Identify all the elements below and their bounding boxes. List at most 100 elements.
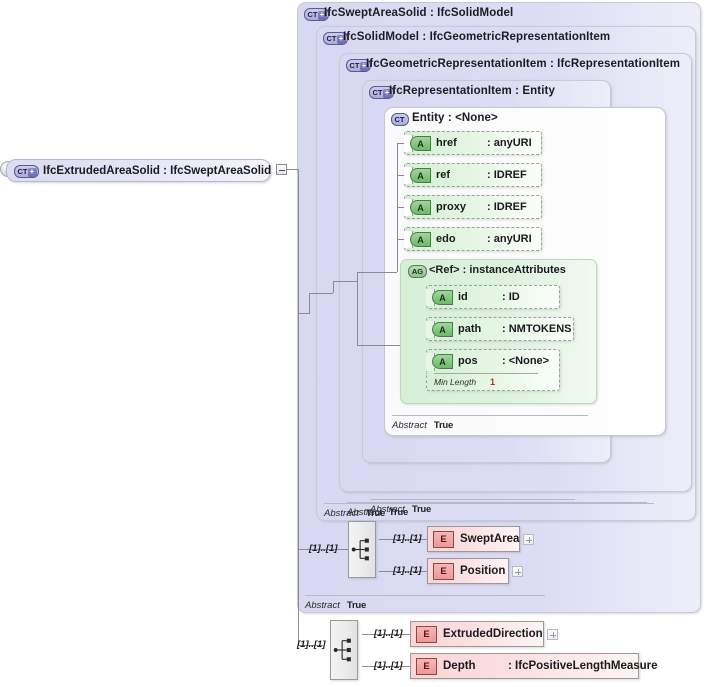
connector — [357, 345, 419, 346]
connector — [379, 571, 428, 572]
attribute-node-href[interactable]: A href : anyURI — [404, 131, 542, 155]
sequence-compositor-own[interactable] — [330, 620, 358, 680]
attribute-badge: A — [410, 200, 431, 215]
complextype-title: IfcSweptAreaSolid : IfcSolidModel — [324, 7, 514, 19]
sequence-icon — [351, 538, 369, 561]
attribute-badge: A — [432, 354, 453, 369]
attribute-node-path[interactable]: A path : NMTOKENS — [426, 317, 574, 341]
element-name: SweptArea — [460, 533, 520, 545]
connector — [309, 293, 310, 313]
cardinality-label: [1]..[1] — [393, 533, 422, 544]
attribute-name: ref — [436, 169, 451, 181]
attribute-name: id — [458, 291, 468, 303]
attribute-type: : <None> — [502, 355, 550, 367]
cardinality-label: [1]..[1] — [309, 543, 338, 554]
complextype-badge: CT+ — [346, 59, 371, 72]
connector — [298, 169, 299, 645]
complextype-badge: CT+ — [304, 8, 329, 21]
attribute-badge: A — [410, 232, 431, 247]
element-name: Depth — [443, 660, 476, 672]
complextype-badge: CT — [391, 113, 409, 126]
element-badge: E — [433, 563, 454, 580]
attribute-group-title: <Ref> : instanceAttributes — [429, 264, 566, 276]
attribute-type: : IDREF — [487, 169, 527, 181]
divider — [434, 373, 538, 374]
complextype-title: IfcSolidModel : IfcGeometricRepresentati… — [343, 31, 611, 43]
attribute-badge: A — [432, 290, 453, 305]
divider — [324, 503, 654, 504]
attribute-type: : ID — [502, 291, 520, 303]
attribute-type: : NMTOKENS — [502, 323, 572, 335]
attribute-node-edo[interactable]: A edo : anyURI — [404, 227, 542, 251]
connector — [397, 175, 407, 176]
element-node-extrudeddirection[interactable]: E ExtrudedDirection — [410, 621, 544, 647]
expand-toggle-position[interactable] — [512, 566, 523, 577]
complextype-title: Entity : <None> — [412, 112, 498, 124]
attribute-name: pos — [458, 355, 478, 367]
expand-toggle-sweptarea[interactable] — [523, 534, 534, 545]
attribute-badge: A — [410, 136, 431, 151]
attribute-type: : anyURI — [487, 137, 532, 149]
complextype-badge: CT+ — [323, 32, 348, 45]
element-badge: E — [416, 626, 437, 643]
connector — [298, 549, 348, 550]
root-element-ifcextrudedareasolid[interactable]: CT+ IfcExtrudedAreaSolid : IfcSweptAreaS… — [6, 159, 271, 182]
attribute-node-ref[interactable]: A ref : IDREF — [404, 163, 542, 187]
sequence-icon — [333, 638, 351, 662]
attribute-node-pos[interactable]: A pos : <None> — [426, 349, 560, 373]
connector — [362, 634, 412, 635]
complextype-title: IfcGeometricRepresentationItem : IfcRepr… — [366, 58, 681, 70]
complextype-badge: CT+ — [14, 165, 39, 178]
sequence-compositor-inherited[interactable] — [348, 521, 376, 578]
attribute-badge: A — [432, 322, 453, 337]
connector — [379, 539, 428, 540]
cardinality-label: [1]..[1] — [374, 628, 403, 639]
complextype-title: IfcRepresentationItem : Entity — [389, 85, 555, 97]
facet-value: 1 — [490, 377, 496, 387]
collapse-toggle-root[interactable] — [276, 164, 287, 175]
facet-container-minlength: Min Length 1 — [426, 373, 560, 391]
connector — [333, 281, 334, 293]
connector — [333, 281, 357, 282]
divider — [370, 499, 575, 500]
element-node-sweptarea[interactable]: E SweptArea — [427, 526, 520, 552]
attribute-group-badge: AG — [408, 265, 427, 278]
attribute-type: : IDREF — [487, 201, 527, 213]
divider — [392, 415, 588, 416]
element-badge: E — [433, 531, 454, 548]
cardinality-label: [1]..[1] — [297, 639, 326, 650]
attribute-name: edo — [436, 233, 456, 245]
element-name: ExtrudedDirection — [443, 628, 543, 640]
divider — [347, 502, 647, 503]
attribute-name: proxy — [436, 201, 466, 213]
connector — [298, 645, 323, 646]
divider — [305, 595, 545, 596]
connector — [397, 143, 407, 144]
element-node-position[interactable]: E Position — [427, 558, 509, 584]
attribute-node-id[interactable]: A id : ID — [426, 285, 560, 309]
connector — [309, 293, 333, 294]
complextype-badge: CT+ — [369, 86, 394, 99]
attribute-node-proxy[interactable]: A proxy : IDREF — [404, 195, 542, 219]
attribute-name: href — [436, 137, 457, 149]
element-node-depth[interactable]: E Depth : IfcPositiveLengthMeasure — [410, 653, 658, 679]
connector — [357, 272, 358, 346]
cardinality-label: [1]..[1] — [374, 660, 403, 671]
connector — [281, 169, 299, 170]
attribute-name: path — [458, 323, 482, 335]
connector — [357, 272, 397, 273]
connector — [298, 313, 310, 314]
facet-label: Min Length — [434, 377, 477, 387]
expand-toggle-extrudeddirection[interactable] — [547, 629, 558, 640]
element-badge: E — [416, 658, 437, 675]
connector — [362, 666, 412, 667]
attribute-type: : anyURI — [487, 233, 532, 245]
connector — [397, 239, 407, 240]
element-type: : IfcPositiveLengthMeasure — [508, 660, 658, 672]
element-name: Position — [460, 565, 506, 577]
